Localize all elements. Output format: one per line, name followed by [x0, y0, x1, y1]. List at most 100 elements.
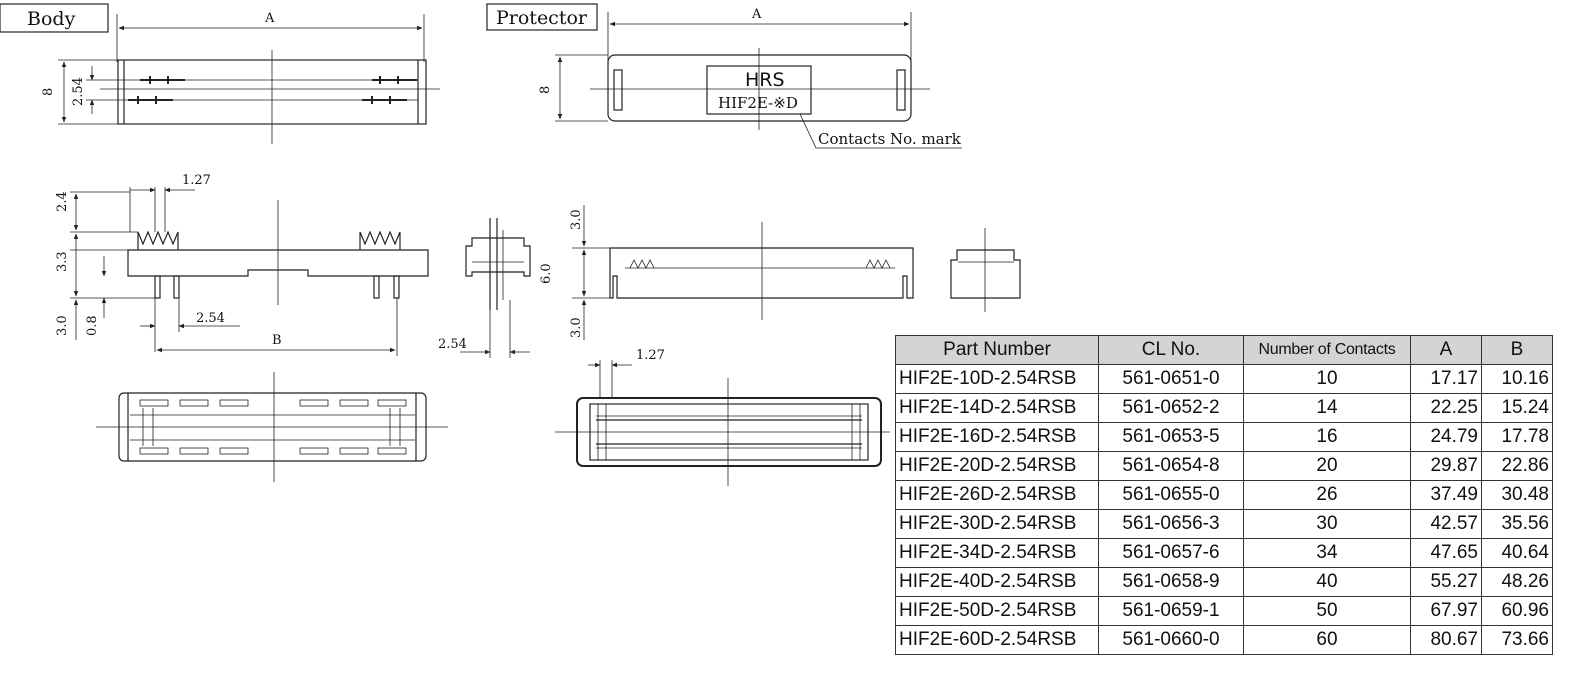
cell-b: 30.48	[1481, 480, 1553, 510]
body-label: Body	[27, 8, 76, 30]
cell-cl-no: 561-0658-9	[1098, 567, 1244, 597]
cell-contacts: 10	[1243, 364, 1411, 394]
table-row: HIF2E-14D-2.54RSB 561-0652-2 14 22.25 15…	[895, 393, 1553, 423]
cell-part-number: HIF2E-50D-2.54RSB	[895, 596, 1099, 626]
body-label-box	[0, 3, 109, 33]
table-row: HIF2E-60D-2.54RSB 561-0660-0 60 80.67 73…	[895, 625, 1553, 655]
cell-a: 55.27	[1410, 567, 1482, 597]
body-dim-0-8: 0.8	[85, 315, 100, 336]
cell-a: 37.49	[1410, 480, 1482, 510]
protector-dim-3-0-bottom: 3.0	[569, 317, 584, 338]
body-dim-3-0: 3.0	[55, 315, 70, 336]
table-row: HIF2E-16D-2.54RSB 561-0653-5 16 24.79 17…	[895, 422, 1553, 452]
cell-contacts: 50	[1243, 596, 1411, 626]
protector-front-outline	[609, 247, 914, 299]
cell-a: 80.67	[1410, 625, 1482, 655]
contacts-mark-leader	[799, 113, 962, 149]
cell-b: 35.56	[1481, 509, 1553, 539]
cell-b: 73.66	[1481, 625, 1553, 655]
body-top-view: Body A 8 2.54	[0, 3, 440, 144]
cell-a: 22.25	[1410, 393, 1482, 423]
table-row: HIF2E-30D-2.54RSB 561-0656-3 30 42.57 35…	[895, 509, 1553, 539]
cell-b: 10.16	[1481, 364, 1553, 394]
cell-a: 67.97	[1410, 596, 1482, 626]
protector-dim-3-0-top: 3.0	[569, 209, 584, 230]
cell-a: 17.17	[1410, 364, 1482, 394]
table-row: HIF2E-34D-2.54RSB 561-0657-6 34 47.65 40…	[895, 538, 1553, 568]
protector-label: Protector	[496, 7, 588, 29]
cell-part-number: HIF2E-20D-2.54RSB	[895, 451, 1099, 481]
cell-part-number: HIF2E-40D-2.54RSB	[895, 567, 1099, 597]
table-row: HIF2E-20D-2.54RSB 561-0654-8 20 29.87 22…	[895, 451, 1553, 481]
cell-cl-no: 561-0660-0	[1098, 625, 1244, 655]
cell-a: 47.65	[1410, 538, 1482, 568]
body-side-view: 2.54	[438, 218, 531, 358]
cell-cl-no: 561-0653-5	[1098, 422, 1244, 452]
protector-dim-8: 8	[538, 86, 553, 94]
table-row: HIF2E-26D-2.54RSB 561-0655-0 26 37.49 30…	[895, 480, 1553, 510]
body-bottom-view	[96, 372, 448, 482]
cell-cl-no: 561-0657-6	[1098, 538, 1244, 568]
protector-dim-a: A	[751, 7, 762, 22]
cell-cl-no: 561-0655-0	[1098, 480, 1244, 510]
side-dim-2-54: 2.54	[438, 337, 467, 352]
cell-part-number: HIF2E-10D-2.54RSB	[895, 364, 1099, 394]
protector-dim-6-0: 6.0	[539, 263, 554, 284]
contacts-mark-note: Contacts No. mark	[818, 130, 962, 148]
cell-b: 40.64	[1481, 538, 1553, 568]
protector-marking-box	[706, 65, 812, 115]
spec-table: Part Number CL No. Number of Contacts A …	[895, 335, 1553, 655]
column-header-contacts: Number of Contacts	[1243, 335, 1411, 365]
cell-b: 15.24	[1481, 393, 1553, 423]
protector-side-view	[950, 228, 1021, 312]
cell-a: 29.87	[1410, 451, 1482, 481]
body-dim-2-54: 2.54	[71, 77, 86, 106]
body-front-outline	[127, 249, 429, 277]
cell-b: 22.86	[1481, 451, 1553, 481]
cell-contacts: 60	[1243, 625, 1411, 655]
cell-b: 60.96	[1481, 596, 1553, 626]
cell-contacts: 40	[1243, 567, 1411, 597]
cell-part-number: HIF2E-16D-2.54RSB	[895, 422, 1099, 452]
body-dim-2-4: 2.4	[55, 191, 70, 212]
column-header-b: B	[1481, 335, 1553, 365]
cell-part-number: HIF2E-26D-2.54RSB	[895, 480, 1099, 510]
cell-a: 24.79	[1410, 422, 1482, 452]
cell-part-number: HIF2E-60D-2.54RSB	[895, 625, 1099, 655]
cell-contacts: 16	[1243, 422, 1411, 452]
cell-b: 48.26	[1481, 567, 1553, 597]
cell-part-number: HIF2E-14D-2.54RSB	[895, 393, 1099, 423]
table-row: HIF2E-50D-2.54RSB 561-0659-1 50 67.97 60…	[895, 596, 1553, 626]
body-dim-pitch: 2.54	[196, 311, 225, 326]
protector-dim-1-27: 1.27	[636, 348, 665, 363]
cell-contacts: 34	[1243, 538, 1411, 568]
body-dim-b: B	[272, 333, 282, 348]
column-header-a: A	[1410, 335, 1482, 365]
protector-label-box	[486, 3, 598, 31]
protector-bottom-view: 1.27	[555, 348, 890, 486]
cell-contacts: 30	[1243, 509, 1411, 539]
protector-outline	[607, 54, 912, 122]
cell-cl-no: 561-0651-0	[1098, 364, 1244, 394]
body-dim-1-27: 1.27	[182, 173, 211, 188]
cell-cl-no: 561-0654-8	[1098, 451, 1244, 481]
body-dim-a: A	[264, 11, 275, 26]
cell-contacts: 20	[1243, 451, 1411, 481]
table-row: HIF2E-40D-2.54RSB 561-0658-9 40 55.27 48…	[895, 567, 1553, 597]
protector-front-view: 3.0 6.0 3.0	[539, 205, 914, 340]
cell-part-number: HIF2E-30D-2.54RSB	[895, 509, 1099, 539]
cell-b: 17.78	[1481, 422, 1553, 452]
body-front-view: 1.27 2.4 3.3 3.0 0.8 2.54 B	[55, 173, 429, 356]
column-header-cl-no: CL No.	[1098, 335, 1244, 365]
cell-contacts: 26	[1243, 480, 1411, 510]
protector-top-view: Protector A HRS HIF2E-※D 8 Contacts No. …	[486, 3, 962, 149]
model-mark: HIF2E-※D	[718, 94, 798, 112]
hrs-logo: HRS	[745, 69, 785, 91]
cell-part-number: HIF2E-34D-2.54RSB	[895, 538, 1099, 568]
cell-contacts: 14	[1243, 393, 1411, 423]
cell-cl-no: 561-0652-2	[1098, 393, 1244, 423]
table-header-row: Part Number CL No. Number of Contacts A …	[895, 335, 1553, 365]
body-dim-8: 8	[41, 88, 56, 96]
body-dim-3-3: 3.3	[55, 251, 70, 272]
